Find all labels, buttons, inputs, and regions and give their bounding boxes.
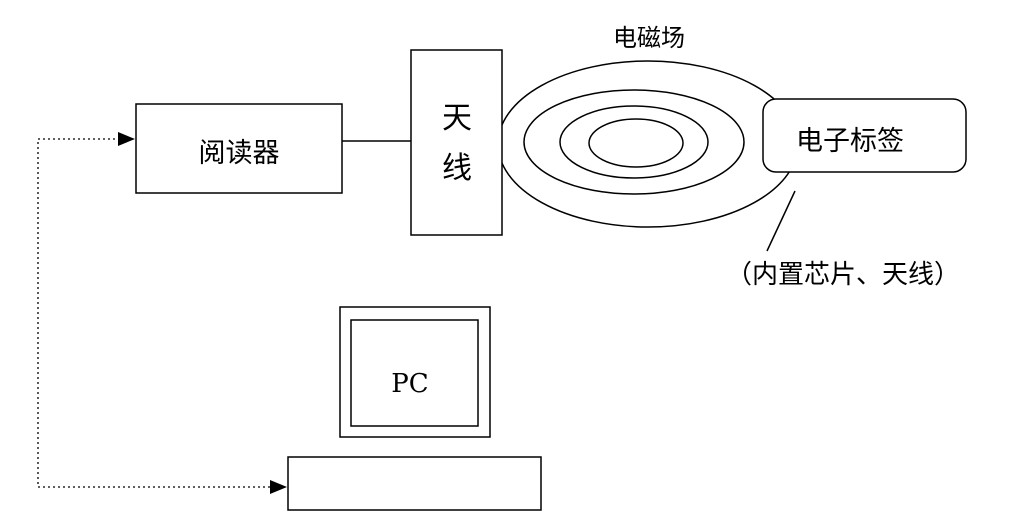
dotted-connection-line (37, 138, 285, 488)
field-label: 电磁场 (613, 24, 685, 52)
tag-note: （内置芯片、天线） (726, 260, 960, 290)
arrow-to-pc (270, 480, 287, 494)
reader-label: 阅读器 (199, 138, 280, 169)
tag-box (762, 98, 967, 173)
field-ring-3 (559, 105, 709, 179)
pc-monitor-screen (350, 319, 479, 427)
antenna-label-bottom: 线 (442, 151, 472, 186)
antenna-label-top: 天 (442, 101, 472, 136)
field-ring-inner (588, 118, 684, 168)
tag-callout-line (766, 190, 796, 252)
arrow-to-reader (118, 132, 135, 146)
reader-box (135, 103, 343, 194)
pc-label: PC (391, 369, 428, 399)
field-ring-2 (523, 89, 745, 195)
antenna-box (410, 49, 503, 236)
pc-base (287, 456, 542, 511)
field-outer-ellipse (497, 60, 799, 228)
tag-label: 电子标签 (796, 126, 904, 157)
